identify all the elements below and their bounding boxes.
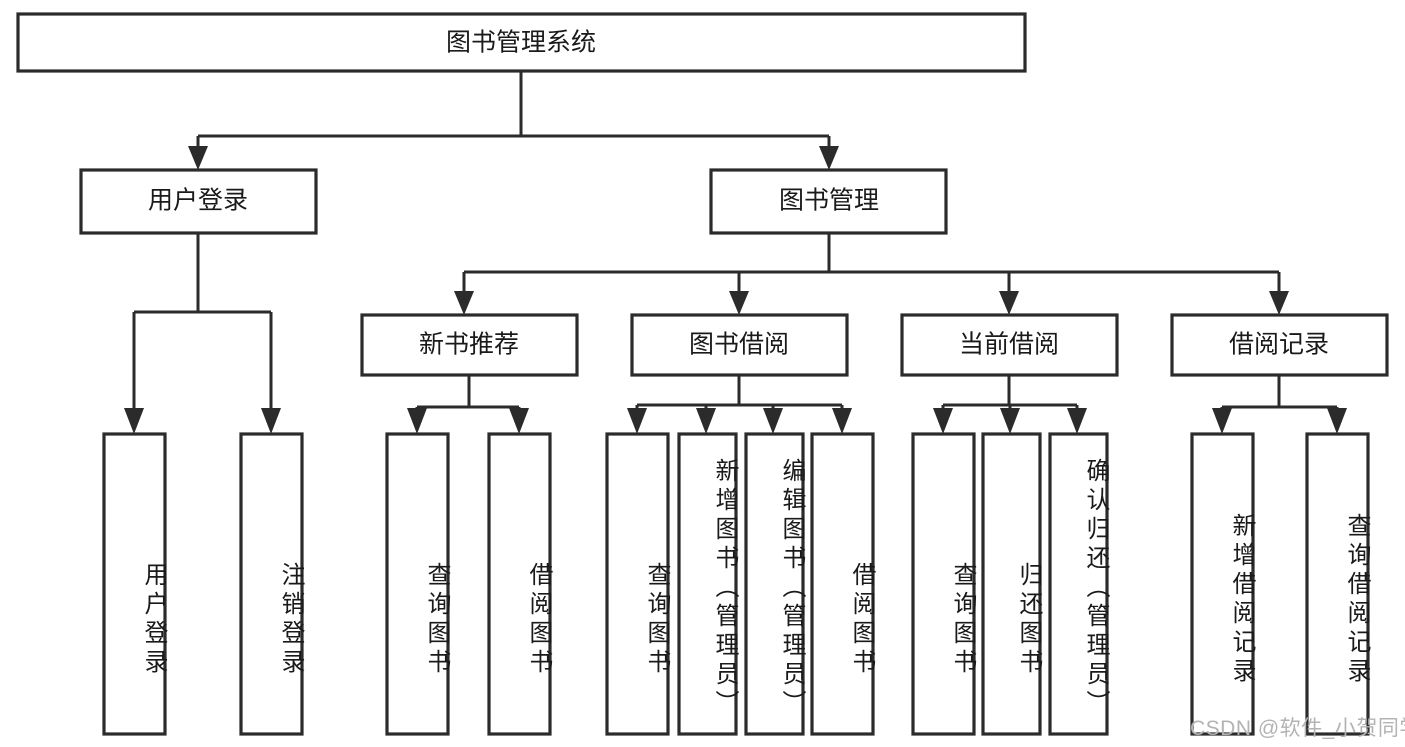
arrow-head-leaf-user-login: [124, 408, 144, 434]
connectors-current-borrow: [933, 375, 1087, 434]
arrow-head-leaf-query-book-1: [407, 408, 427, 434]
node-box-leaf-confirm-return[interactable]: [1048, 432, 1109, 736]
arrow-head-leaf-return-book: [1000, 408, 1020, 434]
node-label-root: 图书管理系统: [446, 29, 596, 57]
arrow-head-leaf-add-record: [1212, 408, 1232, 434]
node-box-leaf-logout-login[interactable]: [239, 432, 304, 736]
connectors-root: [188, 71, 839, 170]
arrow-head-leaf-add-book: [696, 408, 716, 434]
node-box-leaf-borrow-book-2[interactable]: [810, 432, 875, 736]
node-label-borrow-record: 借阅记录: [1229, 331, 1329, 359]
arrow-head-leaf-borrow-book-2: [832, 408, 852, 434]
arrow-head-book-borrow: [729, 291, 749, 315]
node-label-current-borrow: 当前借阅: [959, 331, 1059, 359]
node-label-user-login: 用户登录: [148, 187, 248, 215]
node-box-leaf-borrow-book-1[interactable]: [487, 432, 552, 736]
arrow-head-user-login: [188, 146, 208, 170]
csdn-watermark: CSDN @软件_小贺同学: [1190, 717, 1405, 740]
connectors-new-book-recommend: [407, 375, 529, 434]
connectors-borrow-record: [1212, 375, 1347, 434]
arrow-head-leaf-query-book-3: [933, 408, 953, 434]
node-label-book-borrow: 图书借阅: [689, 331, 789, 359]
arrow-head-leaf-logout-login: [261, 408, 281, 434]
node-box-root[interactable]: [16, 12, 1027, 73]
node-box-leaf-query-book-3[interactable]: [911, 432, 976, 736]
arrow-head-leaf-edit-book: [763, 408, 783, 434]
node-label-book-management: 图书管理: [779, 187, 879, 215]
node-box-book-management[interactable]: [709, 168, 948, 235]
node-box-current-borrow[interactable]: [900, 313, 1119, 377]
arrow-head-leaf-confirm-return: [1067, 408, 1087, 434]
node-box-book-borrow[interactable]: [630, 313, 849, 377]
arrow-head-current-borrow: [999, 291, 1019, 315]
arrow-head-new-book-recommend: [454, 291, 474, 315]
arrow-head-borrow-record: [1269, 291, 1289, 315]
node-label-new-book-recommend: 新书推荐: [419, 331, 519, 359]
node-box-user-login[interactable]: [79, 168, 318, 235]
node-box-leaf-user-login[interactable]: [102, 432, 167, 736]
connectors-book-management: [454, 233, 1289, 315]
connectors-book-borrow: [627, 375, 852, 434]
node-box-leaf-query-book-2[interactable]: [605, 432, 670, 736]
node-box-leaf-query-book-1[interactable]: [385, 432, 450, 736]
connectors-user-login: [124, 233, 281, 434]
arrow-head-book-management: [819, 146, 839, 170]
arrow-head-leaf-query-record: [1327, 408, 1347, 434]
arrow-head-leaf-borrow-book-1: [509, 408, 529, 434]
node-box-leaf-edit-book[interactable]: [744, 432, 805, 736]
node-box-new-book-recommend[interactable]: [360, 313, 579, 377]
node-box-leaf-add-book[interactable]: [677, 432, 738, 736]
node-box-leaf-query-record[interactable]: [1305, 432, 1370, 736]
node-box-borrow-record[interactable]: [1170, 313, 1389, 377]
node-box-leaf-return-book[interactable]: [981, 432, 1042, 736]
node-box-leaf-add-record[interactable]: [1190, 432, 1255, 736]
arrow-head-leaf-query-book-2: [627, 408, 647, 434]
